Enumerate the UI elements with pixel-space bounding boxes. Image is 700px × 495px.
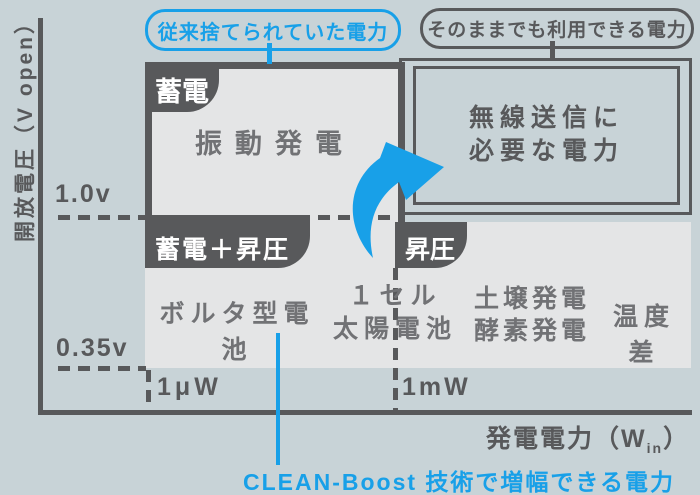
threshold-line-035v xyxy=(58,366,146,371)
x-tick-1mw: 1mW xyxy=(402,373,471,401)
wireless-power-text: 無線送信に 必要な電力 xyxy=(413,102,680,168)
wireless-power-box xyxy=(413,66,680,205)
usable-power-region-box xyxy=(399,58,692,215)
enzyme-power-label: 酵素発電 xyxy=(473,317,590,345)
x-tick-1uw: 1μW xyxy=(157,373,222,401)
y-axis-line xyxy=(38,18,43,415)
boost-caption-leader-line xyxy=(276,333,280,465)
x-axis-line xyxy=(38,410,692,415)
callout-usable-stem xyxy=(550,41,555,60)
solar-cell-line1: １セル xyxy=(348,282,442,310)
callout-usable-power: そのままでも利用できる電力 xyxy=(420,8,694,49)
storage-corner-label: 蓄電 xyxy=(145,62,219,112)
x-axis-label-pre: 発電電力（W xyxy=(486,425,647,453)
callout-discarded-power: 従来捨てられていた電力 xyxy=(145,9,401,51)
y-tick-035v: 0.35v xyxy=(56,334,129,362)
y-axis-label: 開放電圧（V open） xyxy=(14,10,37,243)
y-tick-1v: 1.0v xyxy=(55,180,112,208)
storage-boost-corner-label: 蓄電＋昇圧 xyxy=(145,222,310,268)
x-axis-label-sub: in xyxy=(646,440,664,456)
wireless-power-line2: 必要な電力 xyxy=(468,137,624,165)
wireless-power-line1: 無線送信に xyxy=(468,104,624,132)
temperature-diff-label: 温度差 xyxy=(612,303,675,367)
x-axis-label-post: ） xyxy=(663,425,691,453)
callout-discarded-stem xyxy=(267,43,272,64)
x-axis-label: 発電電力（Win） xyxy=(486,419,690,456)
boost-caption: CLEAN-Boost 技術で増幅できる電力 xyxy=(243,469,675,495)
x-tick-1uw-line xyxy=(146,370,151,411)
soil-power-label: 土壌発電 xyxy=(473,285,590,313)
volta-battery-label: ボルタ型電池 xyxy=(159,300,315,364)
solar-cell-line2: 太陽電池 xyxy=(332,315,457,343)
x-tick-1mw-line xyxy=(393,268,398,411)
vibration-box-bottom-border xyxy=(145,215,310,223)
boost-corner-label: 昇圧 xyxy=(395,222,467,268)
vibration-label: 振動発電 xyxy=(195,129,355,159)
boost-arrow-icon xyxy=(352,142,444,258)
